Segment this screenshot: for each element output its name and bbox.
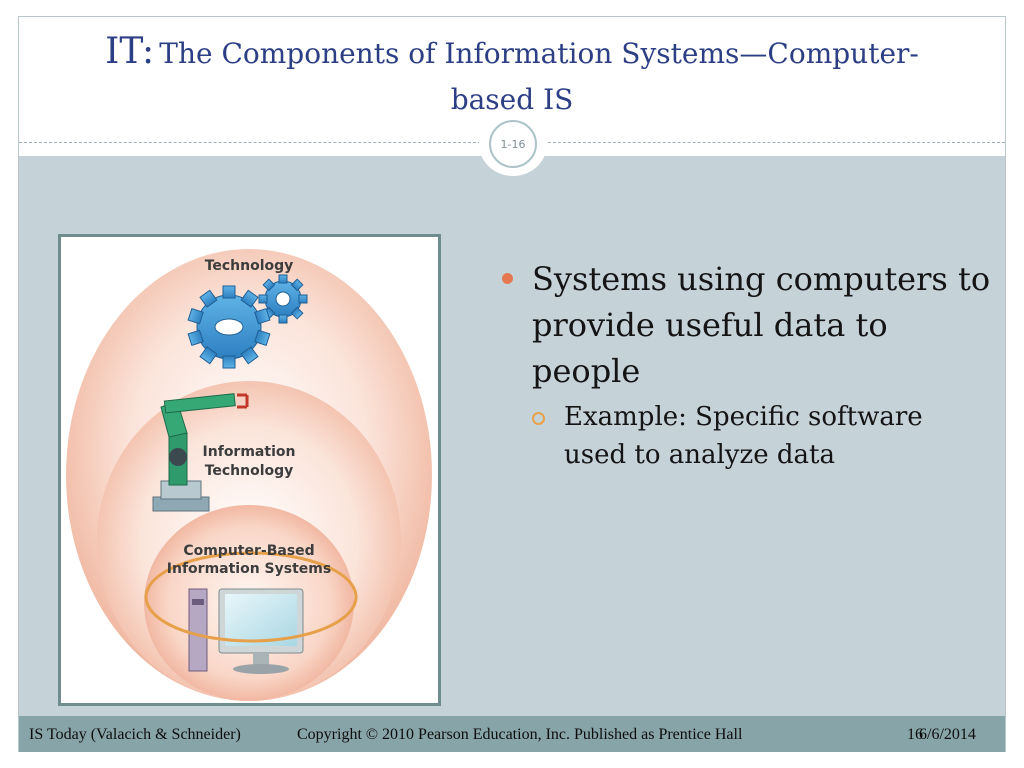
- nested-circles-diagram: Technology Information Technology Comput…: [66, 249, 432, 701]
- label-cbis-line1: Computer-Based: [183, 543, 314, 559]
- slide-number-badge-label: 1-16: [489, 120, 537, 168]
- bullet-ring-icon: [532, 412, 545, 425]
- label-it-line1: Information: [203, 444, 296, 460]
- title-prefix: IT:: [105, 31, 155, 72]
- label-technology: Technology: [205, 258, 294, 274]
- footer-copyright: Copyright © 2010 Pearson Education, Inc.…: [297, 726, 743, 743]
- is-components-figure: Technology Information Technology Comput…: [58, 234, 441, 706]
- page-title: IT: The Components of Information System…: [19, 29, 1005, 81]
- footer-slide-number: 16: [907, 726, 923, 743]
- slide-number-badge: 1-16: [479, 112, 547, 176]
- bullet-dot-icon: [502, 273, 513, 284]
- bullet-list: Systems using computers to provide usefu…: [502, 256, 992, 474]
- title-main: The Components of Information Systems—Co…: [159, 37, 919, 70]
- footer-date: 6/6/2014: [919, 726, 976, 743]
- footer-bar: IS Today (Valacich & Schneider) Copyrigh…: [19, 716, 1005, 752]
- title-continuation: based IS: [450, 83, 574, 116]
- robot-arm-icon: [152, 393, 249, 512]
- label-it-line2: Technology: [205, 463, 294, 479]
- bullet-item-main: Systems using computers to provide usefu…: [502, 256, 992, 394]
- footer-source: IS Today (Valacich & Schneider): [29, 726, 241, 743]
- computer-icon: [188, 588, 304, 674]
- cbis-highlight-ring: [144, 551, 358, 643]
- bullet-text-main: Systems using computers to provide usefu…: [532, 260, 991, 390]
- bullet-item-sub: Example: Specific software used to analy…: [502, 398, 992, 474]
- label-cbis-line2: Information Systems: [167, 561, 331, 577]
- gears-icon: [187, 274, 308, 369]
- bullet-text-sub: Example: Specific software used to analy…: [564, 402, 923, 470]
